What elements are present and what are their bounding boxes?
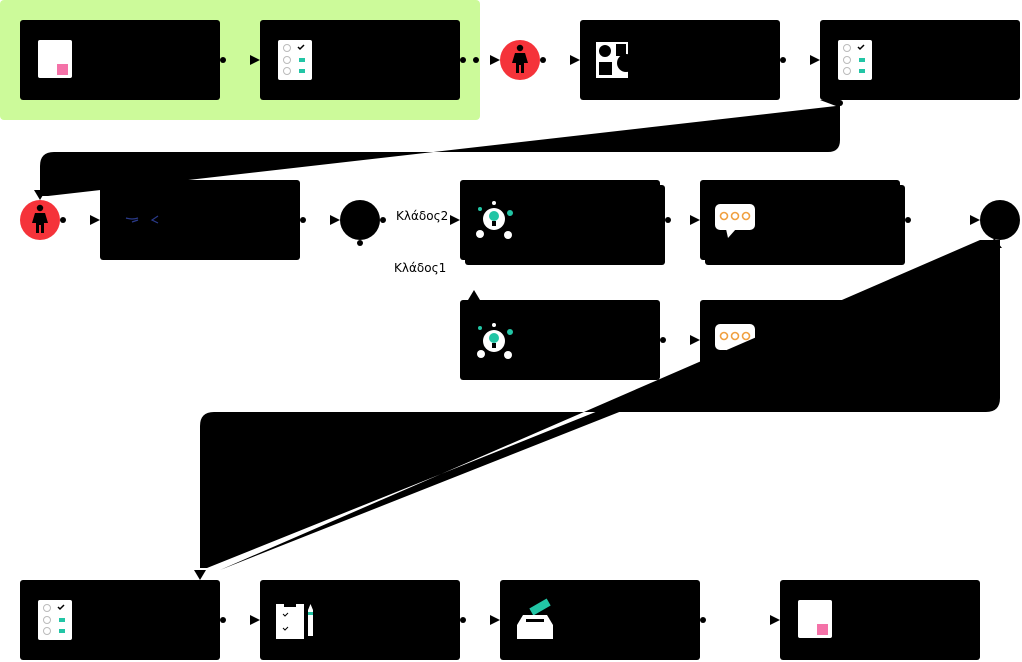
node-checklist-1[interactable] bbox=[260, 20, 460, 100]
node-idea-branch2[interactable] bbox=[460, 180, 665, 265]
compare-icon bbox=[125, 215, 159, 224]
connector-row2-row3 bbox=[200, 240, 1000, 570]
lightbulb-icon bbox=[476, 201, 513, 239]
person-icon bbox=[32, 204, 48, 233]
node-clipboard[interactable] bbox=[260, 580, 460, 660]
split-gateway[interactable] bbox=[340, 200, 380, 240]
node-shapes[interactable] bbox=[580, 20, 780, 100]
lightbulb-icon bbox=[477, 323, 513, 359]
node-actor-1[interactable] bbox=[500, 40, 540, 80]
speech-bubble-icon bbox=[715, 204, 755, 238]
document-icon bbox=[38, 40, 72, 78]
node-chat-branch2[interactable] bbox=[700, 180, 905, 265]
node-doc-end[interactable] bbox=[780, 580, 980, 660]
node-doc-start[interactable] bbox=[20, 20, 220, 100]
clipboard-icon bbox=[276, 601, 313, 639]
checklist-icon bbox=[838, 40, 872, 80]
node-ballot[interactable] bbox=[500, 580, 700, 660]
branch2-label: Κλάδος2 bbox=[396, 209, 448, 223]
document-icon bbox=[798, 600, 832, 638]
branch1-label: Κλάδος1 bbox=[394, 261, 446, 275]
ballot-box-icon bbox=[517, 598, 553, 639]
node-compare[interactable] bbox=[100, 180, 300, 260]
node-actor-2[interactable] bbox=[20, 200, 60, 240]
join-gateway[interactable] bbox=[980, 200, 1020, 240]
checklist-icon bbox=[278, 40, 312, 80]
shapes-icon bbox=[596, 42, 635, 78]
person-icon bbox=[512, 44, 528, 73]
node-checklist-3[interactable] bbox=[20, 580, 220, 660]
node-checklist-2[interactable] bbox=[820, 20, 1020, 100]
connector-row1-row2 bbox=[40, 100, 840, 196]
node-idea-branch1[interactable] bbox=[460, 300, 660, 380]
checklist-icon bbox=[38, 600, 72, 640]
